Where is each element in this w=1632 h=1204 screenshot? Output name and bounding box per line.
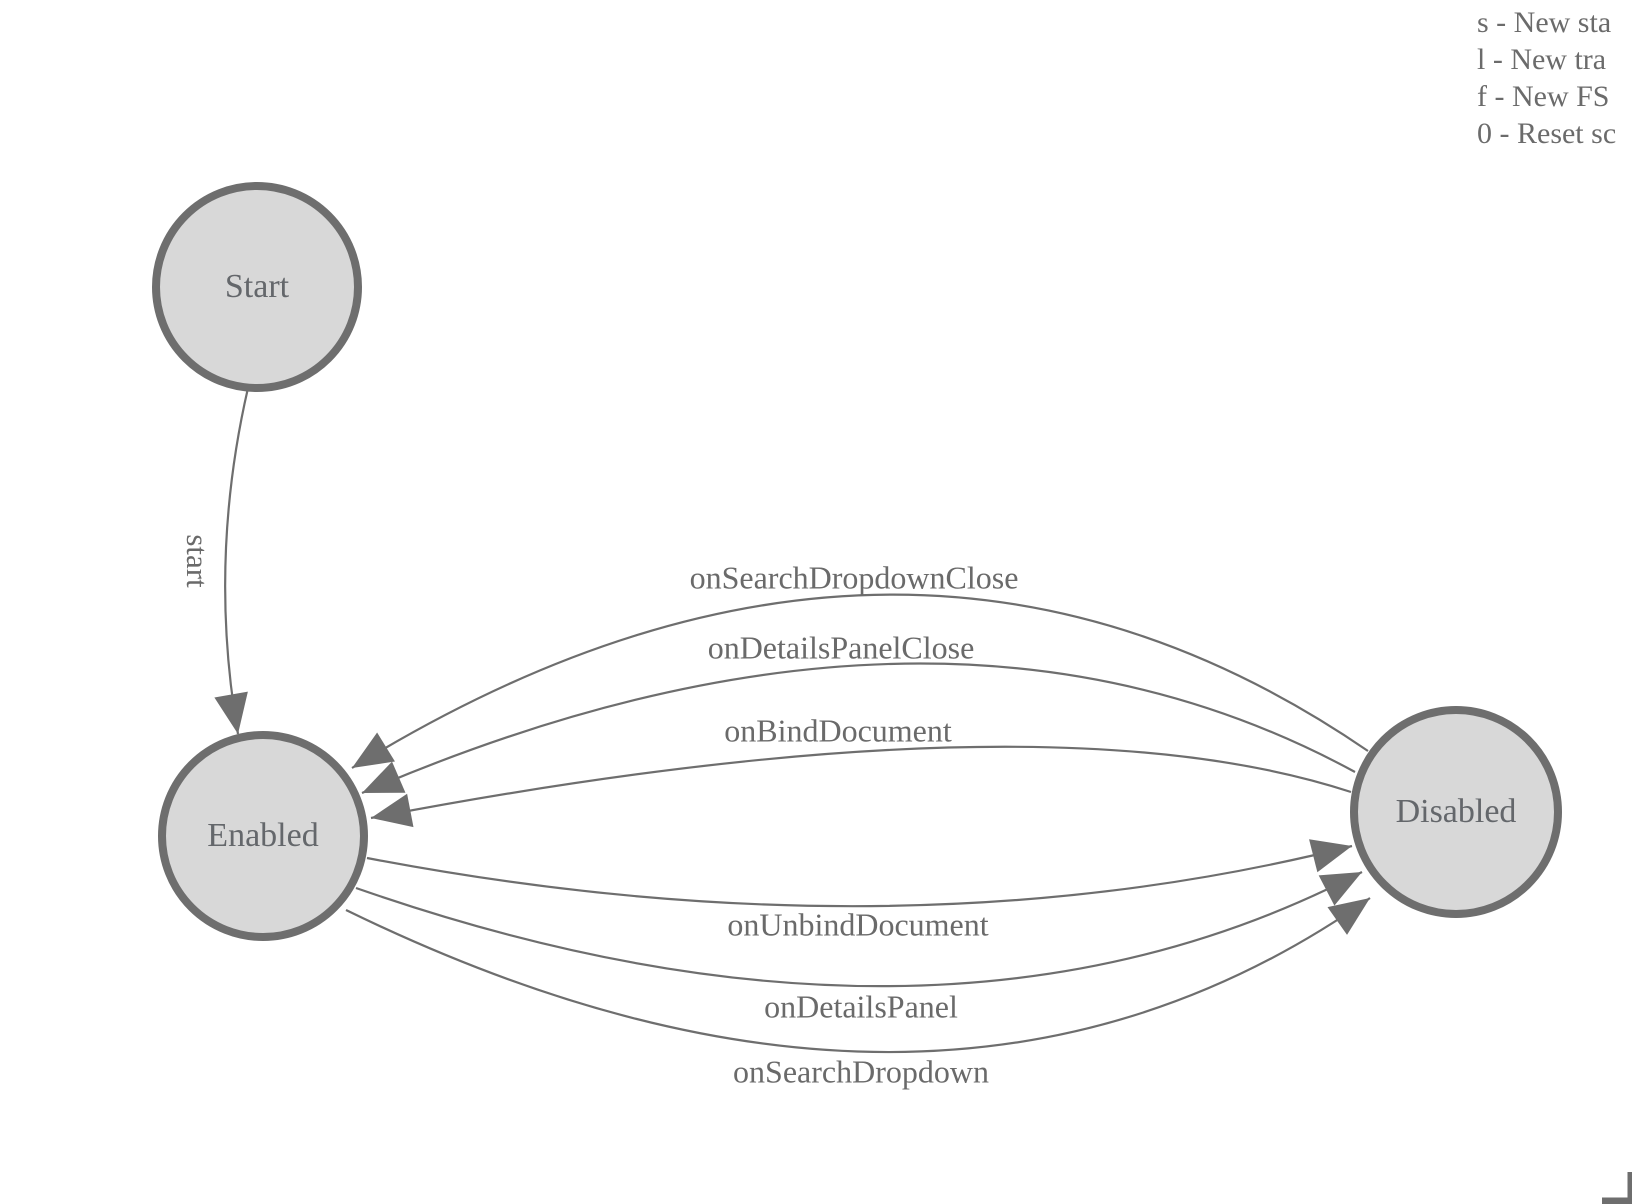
edge-label-onSearchDropdown: onSearchDropdown xyxy=(733,1053,989,1090)
state-label-start: Start xyxy=(224,268,290,305)
state-node-enabled[interactable] xyxy=(158,731,368,941)
edge-label-onSearchDropdownClose: onSearchDropdownClose xyxy=(689,559,1019,596)
edge-start-to-enabled[interactable] xyxy=(214,387,250,735)
state-label-disabled: Disabled xyxy=(1395,793,1517,830)
edge-onUnbindDocument[interactable] xyxy=(366,839,1353,908)
edge-onSearchDropdownClose[interactable] xyxy=(351,593,1369,769)
legend-line-reset-scale: 0 - Reset sc xyxy=(1477,117,1617,150)
edge-label-onUnbindDocument: onUnbindDocument xyxy=(727,906,989,943)
edge-onSearchDropdown[interactable] xyxy=(345,897,1371,1054)
edge-label-start: start xyxy=(180,534,215,588)
legend-line-new-state: s - New sta xyxy=(1477,6,1612,39)
edge-onDetailsPanelClose[interactable] xyxy=(361,662,1356,795)
edge-label-onDetailsPanel: onDetailsPanel xyxy=(764,988,958,1025)
legend-line-new-fsm: f - New FS xyxy=(1477,80,1610,113)
edge-label-onDetailsPanelClose: onDetailsPanelClose xyxy=(707,629,975,666)
state-node-disabled[interactable] xyxy=(1350,706,1562,918)
state-node-start[interactable] xyxy=(152,182,362,392)
edge-onBindDocument[interactable] xyxy=(370,745,1352,828)
canvas-corner-element xyxy=(1602,1172,1632,1204)
edge-label-onBindDocument: onBindDocument xyxy=(724,712,952,749)
legend-line-new-transition: l - New tra xyxy=(1477,43,1607,76)
state-label-enabled: Enabled xyxy=(207,817,319,854)
shortcut-legend: s - New sta l - New tra f - New FS 0 - R… xyxy=(1477,4,1616,152)
edge-onDetailsPanel[interactable] xyxy=(355,871,1363,988)
